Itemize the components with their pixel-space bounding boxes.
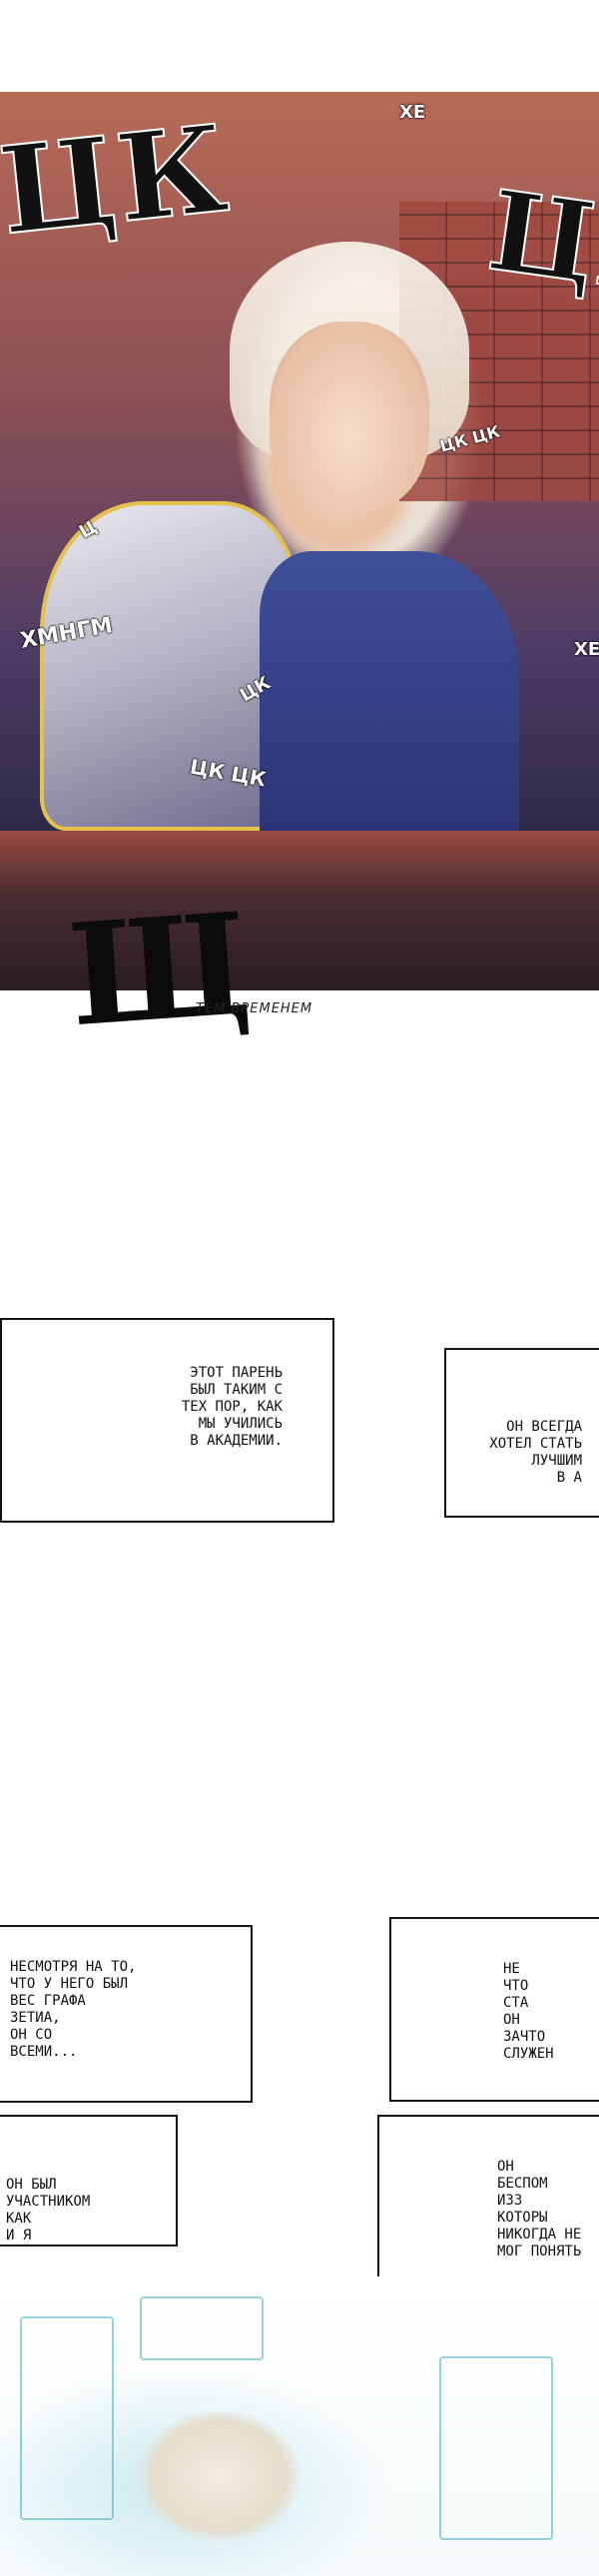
sfx-bottom-big: Щ bbox=[64, 882, 259, 1059]
narration-box-1: ЭТОТ ПАРЕНЬ БЫЛ ТАКИМ С ТЕХ ПОР, КАК МЫ … bbox=[0, 1318, 334, 1523]
blue-cape bbox=[260, 551, 519, 871]
scene-caption: ТЕМ ВРЕМЕНЕМ bbox=[196, 1001, 313, 1016]
sfx-tsk-left: ЦК bbox=[0, 97, 237, 263]
sketch-line-left bbox=[20, 2316, 114, 2520]
comic-panel-bottom bbox=[0, 2276, 599, 2576]
narration-box-2: ОН ВСЕГДА ХОТЕЛ СТАТЬ ЛУЧШИМ в А bbox=[444, 1348, 599, 1518]
narration-box-3: НЕСМОТРЯ НА ТО, ЧТО У НЕГО БЫЛ ВЕС ГРАФА… bbox=[0, 1925, 253, 2103]
armored-figure bbox=[40, 501, 300, 831]
narration-box-5: ОН БЫЛ УЧАСТНИКОМ КАК И Я bbox=[0, 2115, 178, 2247]
narration-box-6: ОН БЕСПОМ ИЗЗ КОТОРЫ НИКОГДА НЕ МОГ ПОНЯ… bbox=[377, 2115, 599, 2296]
sfx-hrr: ХЕ bbox=[399, 102, 426, 123]
sfx-side: ХЕ bbox=[574, 639, 599, 660]
comic-panel-top bbox=[0, 92, 599, 990]
sketch-line-top bbox=[140, 2296, 264, 2360]
character-face bbox=[270, 322, 429, 511]
foreground-table bbox=[0, 831, 599, 990]
sketch-line-right bbox=[439, 2356, 553, 2540]
narration-box-4: НЕ ЧТО СТА ОН ЗАЧТО СЛУЖЕН bbox=[389, 1917, 599, 2102]
